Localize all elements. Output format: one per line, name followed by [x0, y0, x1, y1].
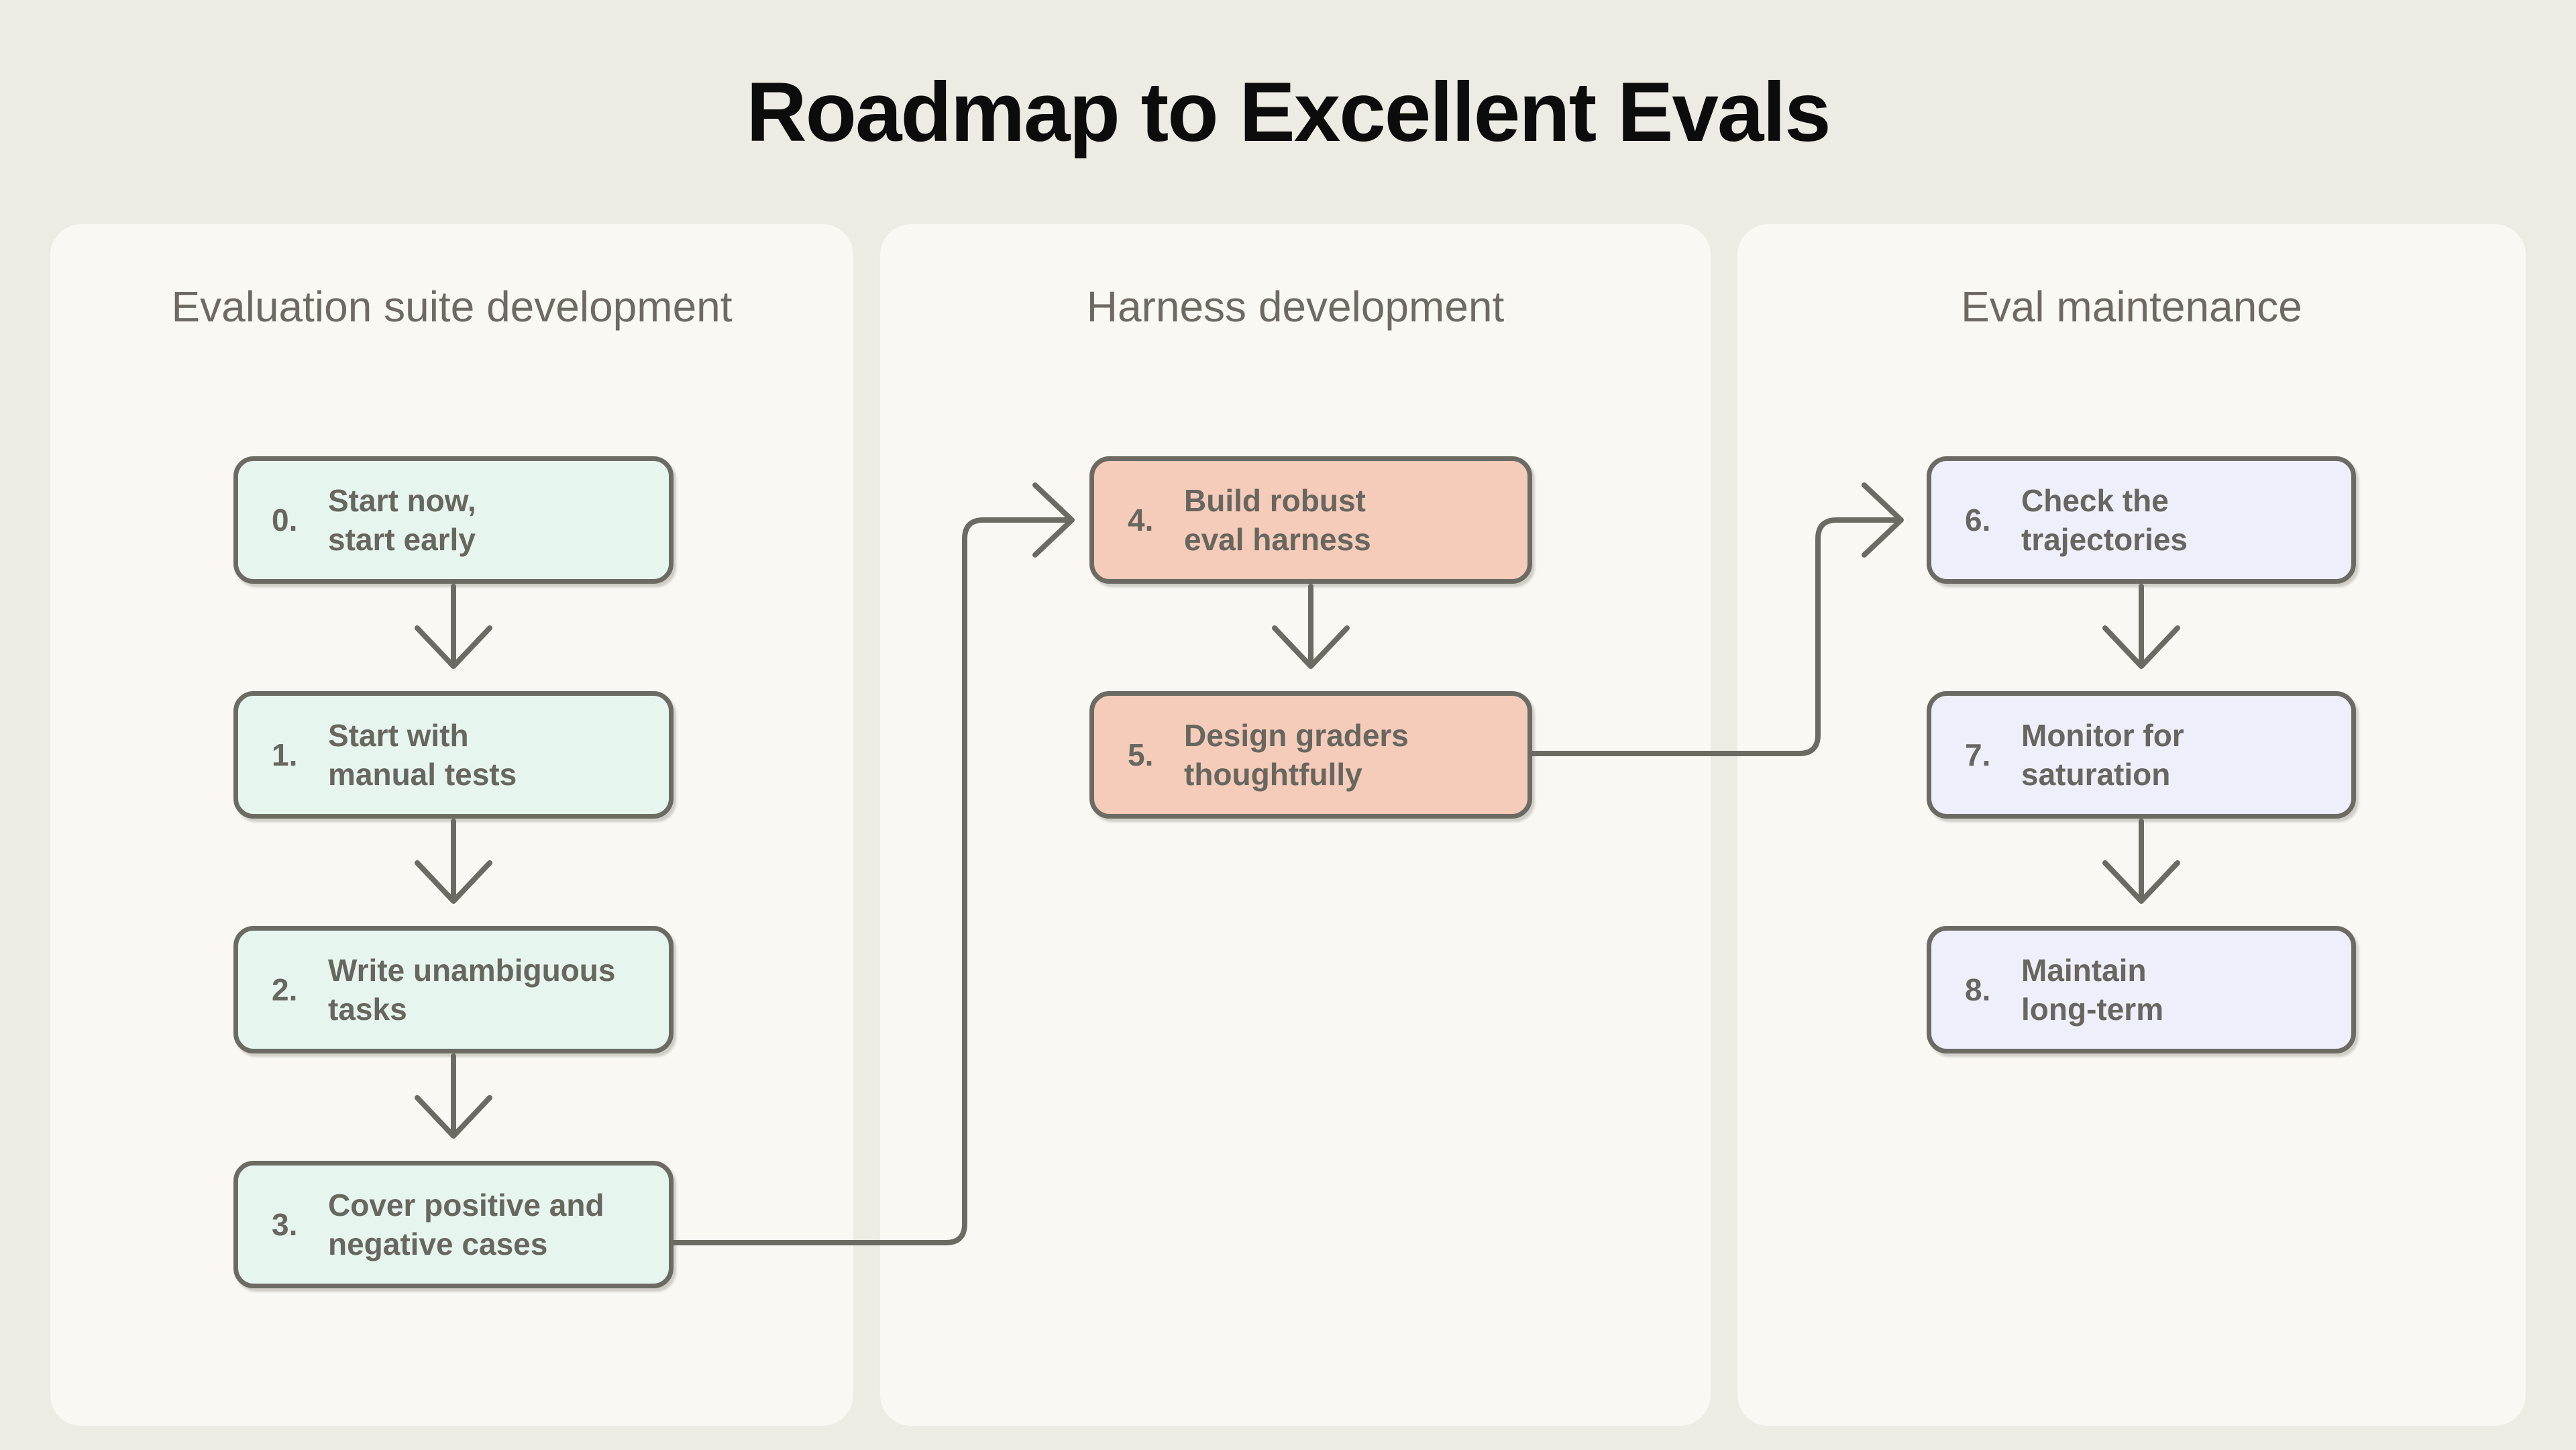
flow-box-8-maintain-long-term: 8. Maintain long-term [1927, 926, 2356, 1053]
box-number: 5. [1128, 737, 1154, 772]
column-header-harness-development: Harness development [1086, 282, 1505, 331]
box-label: Monitor for saturation [2021, 718, 2184, 792]
box-label: Start now, start early [328, 483, 476, 557]
box-label: Maintain long-term [2021, 953, 2164, 1027]
box-number: 6. [1965, 503, 1991, 537]
box-number: 3. [272, 1207, 298, 1242]
box-number: 0. [272, 503, 298, 537]
box-number: 8. [1965, 972, 1991, 1007]
box-label: Cover positive and negative cases [328, 1188, 604, 1261]
flow-box-3-positive-negative-cases: 3. Cover positive and negative cases [233, 1161, 674, 1288]
flow-box-7-monitor-saturation: 7. Monitor for saturation [1927, 691, 2356, 819]
box-label: Write unambiguous tasks [328, 953, 616, 1027]
panel-harness-development [880, 224, 1711, 1426]
flow-box-4-eval-harness: 4. Build robust eval harness [1089, 456, 1532, 584]
flow-box-1-manual-tests: 1. Start with manual tests [233, 691, 674, 819]
flow-box-0-start-now: 0. Start now, start early [233, 456, 674, 584]
column-header-eval-maintenance: Eval maintenance [1961, 282, 2302, 331]
flow-box-6-check-trajectories: 6. Check the trajectories [1927, 456, 2356, 584]
box-label: Build robust eval harness [1184, 483, 1371, 557]
box-number: 2. [272, 972, 298, 1007]
box-number: 1. [272, 737, 298, 772]
column-header-evaluation-suite-development: Evaluation suite development [171, 282, 733, 331]
panel-eval-maintenance [1737, 224, 2526, 1426]
box-label: Start with manual tests [328, 718, 517, 792]
flow-box-2-unambiguous-tasks: 2. Write unambiguous tasks [233, 926, 674, 1053]
box-label: Check the trajectories [2021, 483, 2188, 557]
box-number: 7. [1965, 737, 1991, 772]
flow-box-5-design-graders: 5. Design graders thoughtfully [1089, 691, 1532, 819]
box-label: Design graders thoughtfully [1184, 718, 1409, 792]
page-title: Roadmap to Excellent Evals [746, 66, 1831, 159]
box-number: 4. [1128, 503, 1154, 537]
